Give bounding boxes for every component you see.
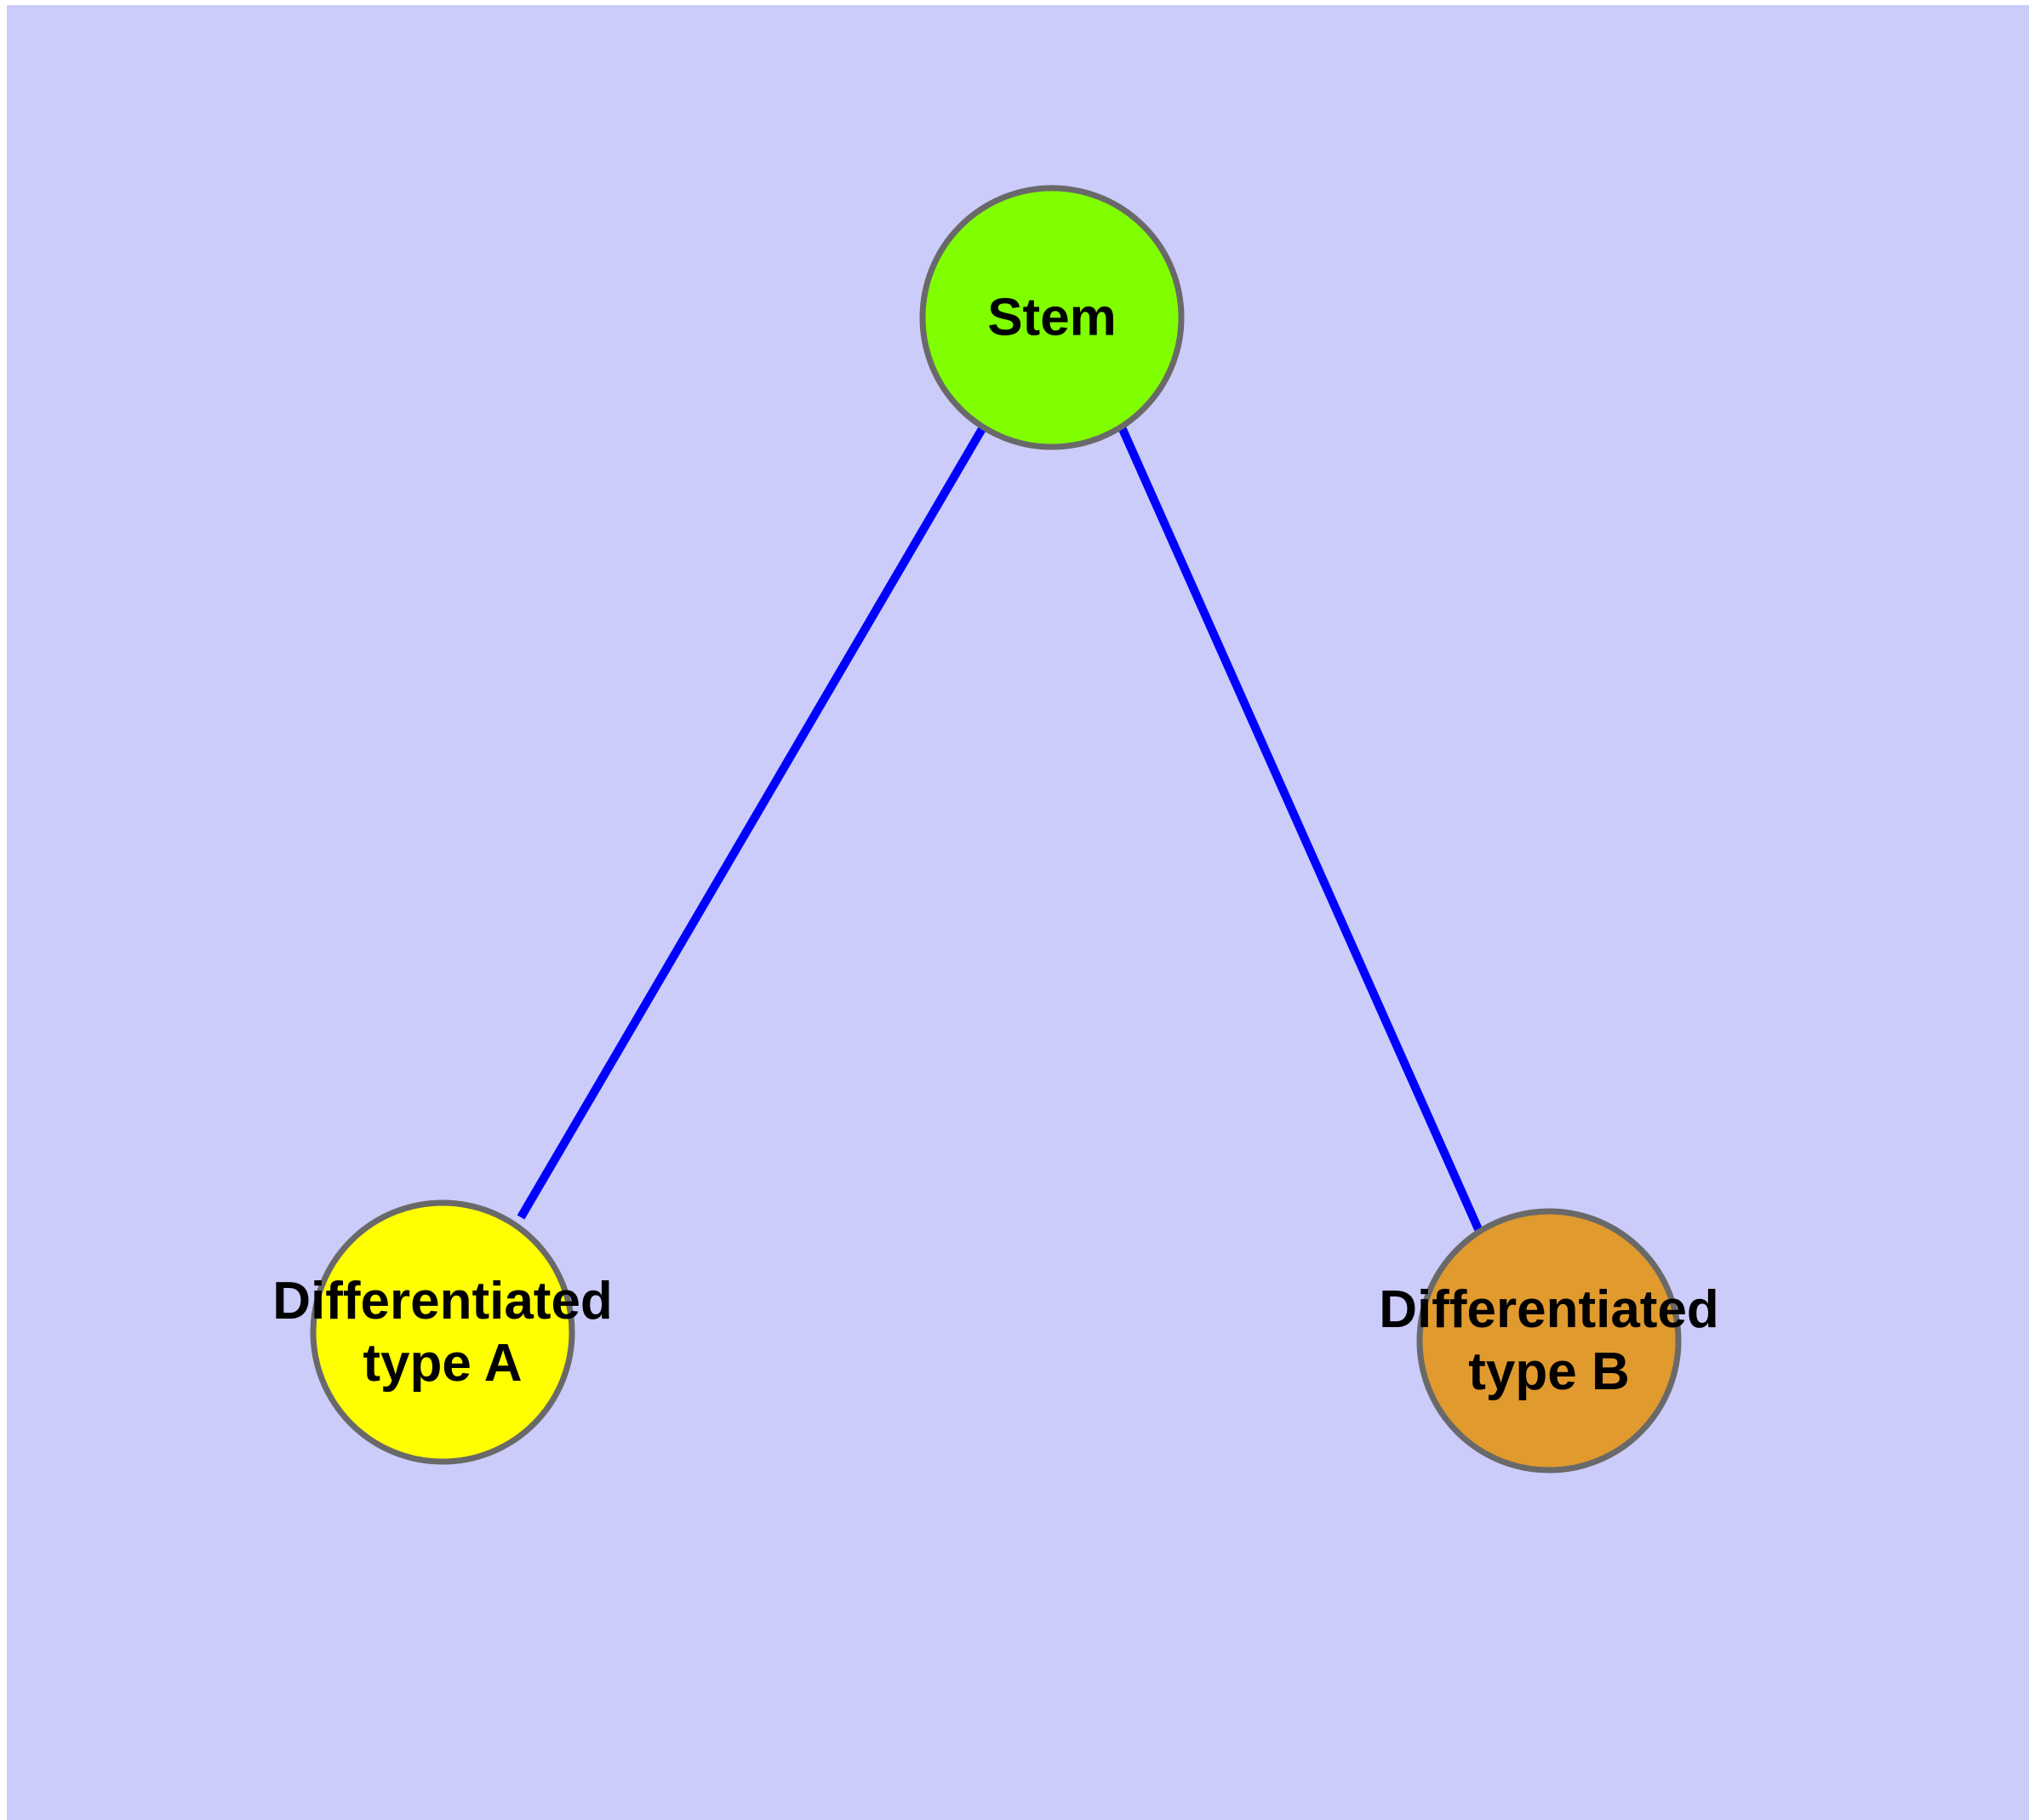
graph-node-diff-b[interactable] <box>1416 1208 1682 1474</box>
graph-edge-stem-to-b[interactable] <box>1117 425 1483 1232</box>
graph-node-stem[interactable] <box>919 185 1185 450</box>
graph-node-diff-a[interactable] <box>310 1199 575 1465</box>
graph-edge-stem-to-a[interactable] <box>517 425 987 1220</box>
nodes-group <box>310 185 1682 1474</box>
edges-group <box>517 425 1483 1232</box>
